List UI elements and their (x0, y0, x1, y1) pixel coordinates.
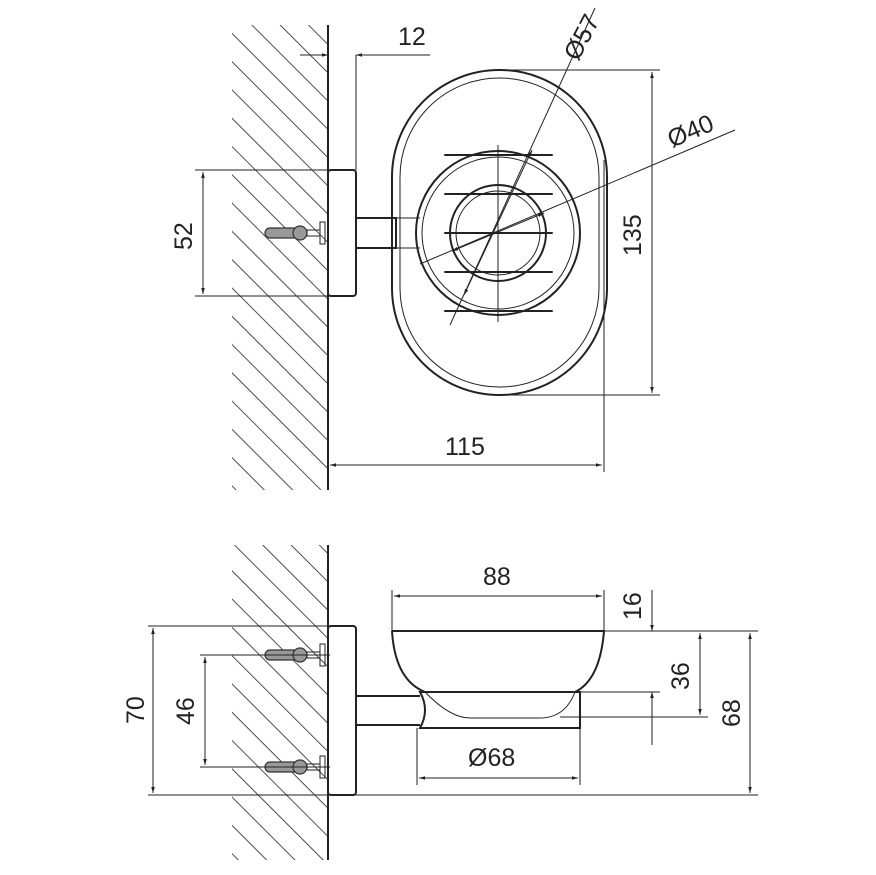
wall-hatch-top (232, 25, 328, 490)
flange-side (327, 625, 357, 796)
anchor-plug (264, 221, 326, 245)
holder-oval-outer (391, 69, 608, 396)
dim-ring-diameter: Ø68 (468, 744, 515, 772)
top-view: 12 Ø57 Ø40 52 135 115 (170, 7, 736, 490)
dim-holder-height: 135 (619, 214, 647, 256)
arm (355, 217, 397, 249)
holder-ring (418, 691, 581, 729)
dim-ring-height: 36 (667, 662, 695, 690)
holder-oval-inner (399, 77, 600, 388)
flange (327, 169, 357, 297)
dim-bowl-depth: 16 (619, 592, 647, 620)
dim-bowl-width: 88 (483, 563, 511, 591)
side-view: 88 16 36 68 Ø68 70 46 (122, 545, 758, 860)
dim-flange-height-side: 70 (122, 696, 150, 724)
wall-hatch-side (232, 545, 328, 860)
dim-inner-diameter: Ø40 (663, 109, 717, 153)
soap-bowl (391, 630, 606, 693)
dim-flange-height: 52 (170, 222, 198, 250)
dim-wall-offset: 12 (398, 23, 426, 51)
dim-total-height: 68 (718, 699, 746, 727)
dim-screw-spacing: 46 (172, 697, 200, 725)
basket (415, 145, 581, 322)
dim-projection: 115 (445, 433, 485, 461)
dim-outer-diameter: Ø57 (559, 10, 606, 65)
